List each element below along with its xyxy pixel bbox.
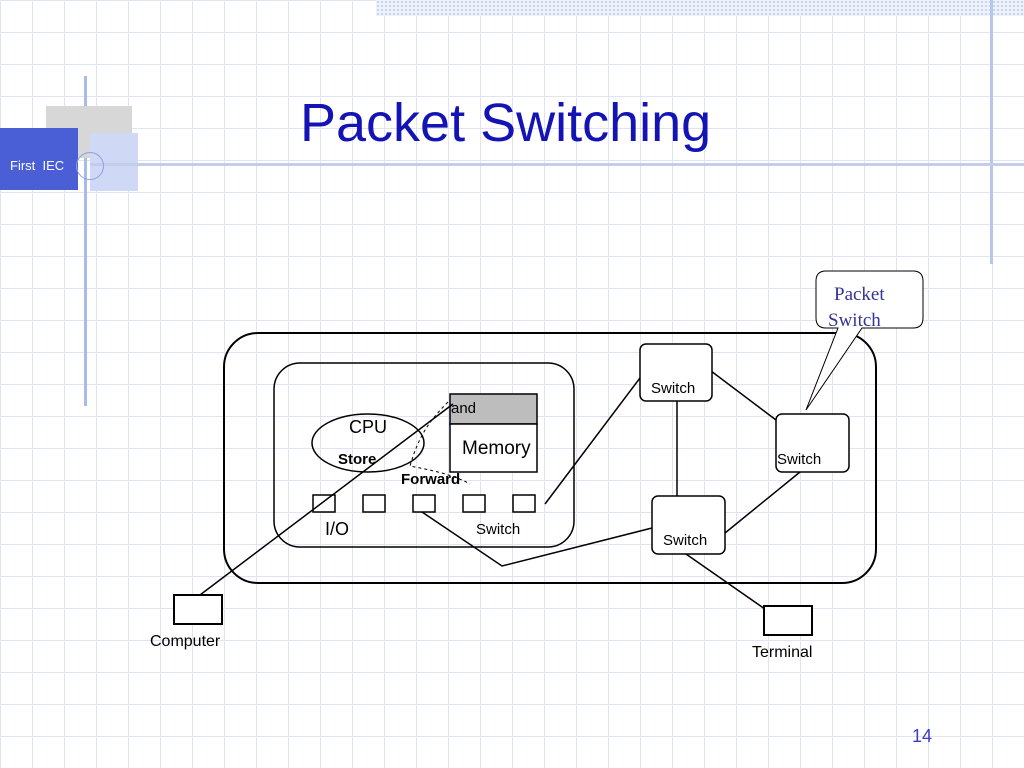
store-label: Store (338, 451, 376, 468)
memory-label: Memory (462, 438, 531, 459)
title-underline (90, 163, 1024, 166)
switch-right (775, 413, 850, 473)
io-port-2 (362, 494, 386, 513)
terminal-label: Terminal (752, 644, 812, 661)
switch-top (639, 343, 713, 402)
page-title: Packet Switching (300, 93, 712, 153)
memory-block (449, 423, 538, 473)
memory-header (449, 393, 538, 425)
port-to-bottom-switch-link (421, 511, 653, 567)
page-number: 14 (912, 726, 933, 746)
top-right-link (710, 370, 777, 421)
cpu-label: CPU (349, 417, 387, 437)
switch-bottom (651, 495, 726, 555)
computer-link (195, 403, 454, 599)
port-to-top-switch-link (544, 377, 641, 505)
forward-label: Forward (401, 471, 460, 488)
and-label: and (451, 400, 476, 417)
switch-node-detail (273, 362, 575, 548)
circle-ornament (76, 152, 104, 180)
io-port-4 (462, 494, 486, 513)
io-port-1 (312, 494, 336, 513)
network-boundary (223, 332, 877, 584)
terminal-host (763, 605, 813, 636)
computer-label: Computer (150, 633, 221, 650)
callout-line-1: Packet (834, 284, 885, 305)
switch-top-label: Switch (651, 380, 695, 397)
terminal-link (685, 553, 773, 615)
switch-bottom-label: Switch (663, 532, 707, 549)
callout-line-2: Switch (828, 310, 881, 331)
io-label: I/O (325, 519, 349, 539)
left-accent-line (84, 76, 87, 406)
top-decorative-band (376, 0, 1024, 16)
switch-right-label: Switch (777, 451, 821, 468)
packet-switch-callout (805, 270, 924, 411)
computer-host (173, 594, 223, 625)
cpu-ellipse (311, 413, 425, 473)
inner-switch-label: Switch (476, 521, 520, 538)
brand-label: First IEC (10, 158, 65, 173)
bottom-right-link (724, 471, 801, 534)
brand-block (0, 128, 78, 190)
right-accent-line (990, 0, 993, 264)
io-port-5 (512, 494, 536, 513)
io-port-3 (412, 494, 436, 513)
